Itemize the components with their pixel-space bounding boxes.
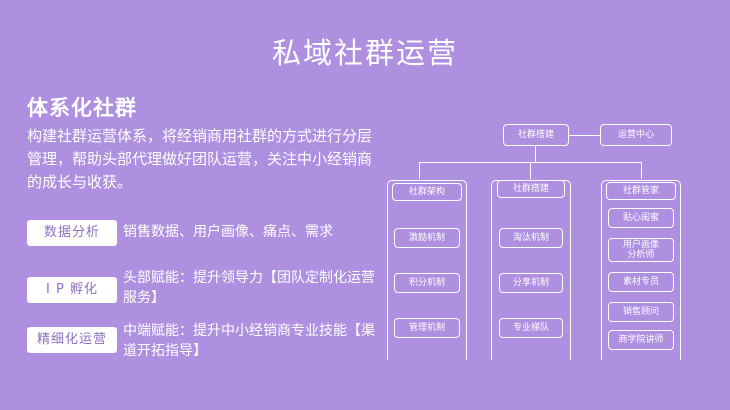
diagram-item: 销售顾问 [608, 302, 674, 322]
diagram-side: 运营中心 [600, 124, 672, 146]
diagram-item: 分享机制 [499, 273, 563, 293]
tag-fine-operation-desc: 中端赋能：提升中小经销商专业技能【渠道开拓指导】 [123, 323, 375, 359]
column-frame [601, 180, 681, 360]
tag-ip-incubation: I P 孵化 [27, 277, 117, 303]
connector [419, 162, 420, 179]
diagram-item: 积分机制 [394, 273, 460, 293]
column-frame [387, 180, 467, 360]
diagram-item: 商学院讲师 [608, 330, 674, 350]
diagram-item: 管理机制 [394, 318, 460, 338]
connector [569, 135, 600, 136]
diagram-item: 素材专员 [608, 272, 674, 292]
connector [535, 146, 536, 162]
diagram-item: 淘汰机制 [499, 228, 563, 248]
diagram-item: 用户画像 分析师 [608, 238, 674, 262]
connector [530, 162, 531, 179]
main-title: 私域社群运营 [271, 36, 458, 70]
connector [641, 162, 642, 179]
diagram-item: 激励机制 [394, 228, 460, 248]
diagram-item: 专业梯队 [499, 318, 563, 338]
tag-fine-operation: 精细化运营 [27, 327, 117, 353]
intro-text: 构建社群运营体系，将经销商用社群的方式进行分层管理，帮助头部代理做好团队运营，关… [27, 127, 373, 191]
tag-data-analysis: 数据分析 [27, 220, 117, 246]
diagram-item: 贴心闺蜜 [608, 208, 674, 228]
column-title: 社群管家 [606, 182, 676, 200]
section-title: 体系化社群 [27, 96, 137, 120]
column-title: 社群架构 [392, 183, 462, 201]
diagram-root: 社群搭建 [503, 124, 569, 146]
tag-data-analysis-desc: 销售数据、用户画像、痛点、需求 [123, 224, 333, 240]
tag-ip-incubation-desc: 头部赋能：提升领导力【团队定制化运营服务】 [123, 270, 375, 306]
column-title: 社群搭建 [497, 180, 565, 198]
